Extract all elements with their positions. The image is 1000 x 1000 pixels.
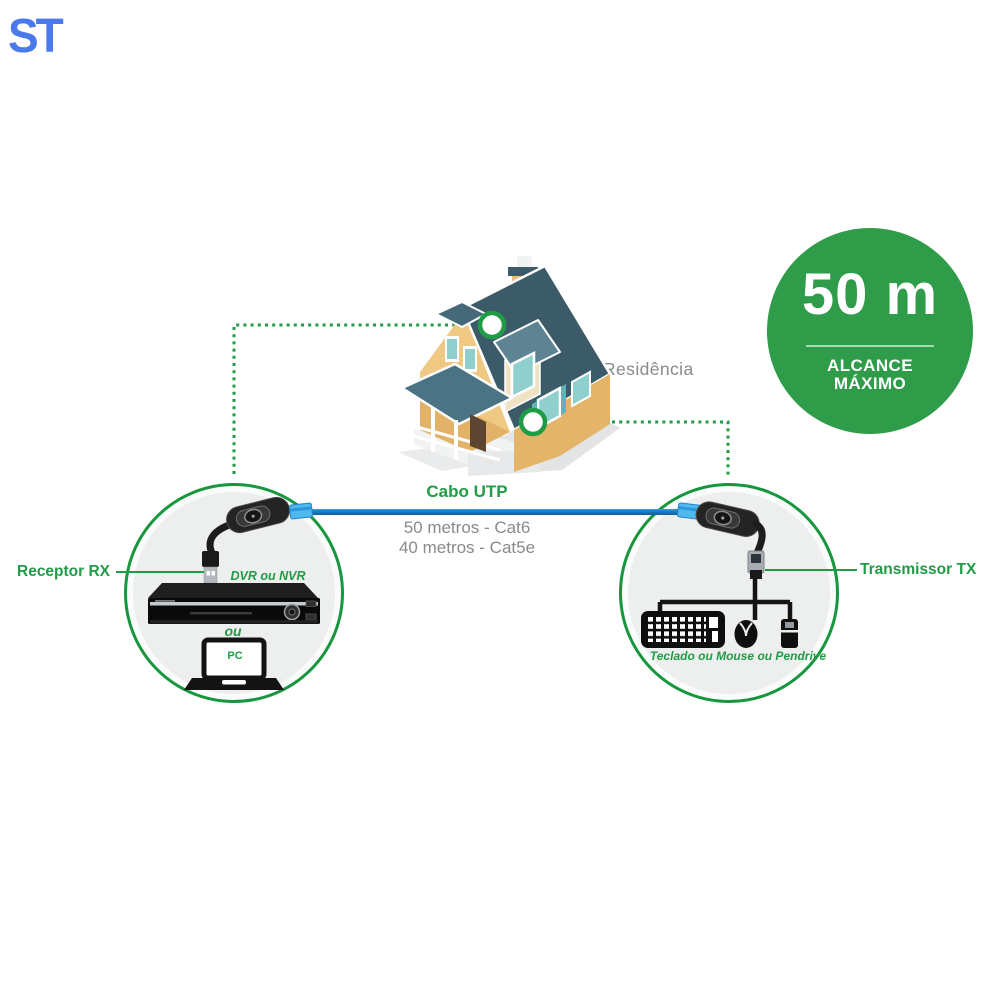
mouse xyxy=(734,620,758,648)
badge-caption-line2: MÁXIMO xyxy=(833,374,907,393)
laptop xyxy=(184,637,284,690)
badge-caption: ALCANCE MÁXIMO xyxy=(827,357,913,393)
dvr-device xyxy=(148,583,320,624)
brand-logo: ST xyxy=(8,7,64,63)
route-house-to-transmitter xyxy=(540,420,730,477)
peripheral-wiring xyxy=(657,578,793,620)
house-label: Residência xyxy=(603,359,694,379)
receiver-label: Receptor RX xyxy=(17,563,111,580)
peripherals-label: Teclado ou Mouse ou Pendrive xyxy=(649,649,827,663)
transmitter-extender xyxy=(676,501,766,557)
utp-specs: 50 metros - Cat6 40 metros - Cat5e xyxy=(362,518,572,558)
utp-title: Cabo UTP xyxy=(426,482,508,501)
receiver-label-line xyxy=(116,571,204,573)
usb-port xyxy=(747,550,765,579)
badge-divider xyxy=(806,345,934,347)
receiver-extender xyxy=(206,496,313,557)
rj45-connector-left xyxy=(289,502,313,520)
transmitter-label-line xyxy=(765,569,857,571)
pc-label: PC xyxy=(227,650,243,662)
utp-spec-cat5e: 40 metros - Cat5e xyxy=(398,538,536,557)
connection-point-roof xyxy=(477,310,507,340)
utp-spec-cat6: 50 metros - Cat6 xyxy=(403,518,531,537)
pendrive xyxy=(781,619,798,648)
range-value: 50 m xyxy=(801,262,939,327)
dvr-nvr-label: DVR ou NVR xyxy=(230,569,306,583)
badge-caption-line1: ALCANCE xyxy=(827,356,913,375)
house-illustration xyxy=(398,256,620,476)
utp-cable xyxy=(298,509,690,515)
or-label: ou xyxy=(224,623,242,639)
rj45-connector-right xyxy=(676,502,702,520)
transmitter-label: Transmissor TX xyxy=(860,561,977,578)
connection-point-wall xyxy=(518,407,548,437)
range-badge: 50 m ALCANCE MÁXIMO xyxy=(767,228,973,434)
keyboard xyxy=(641,611,725,648)
